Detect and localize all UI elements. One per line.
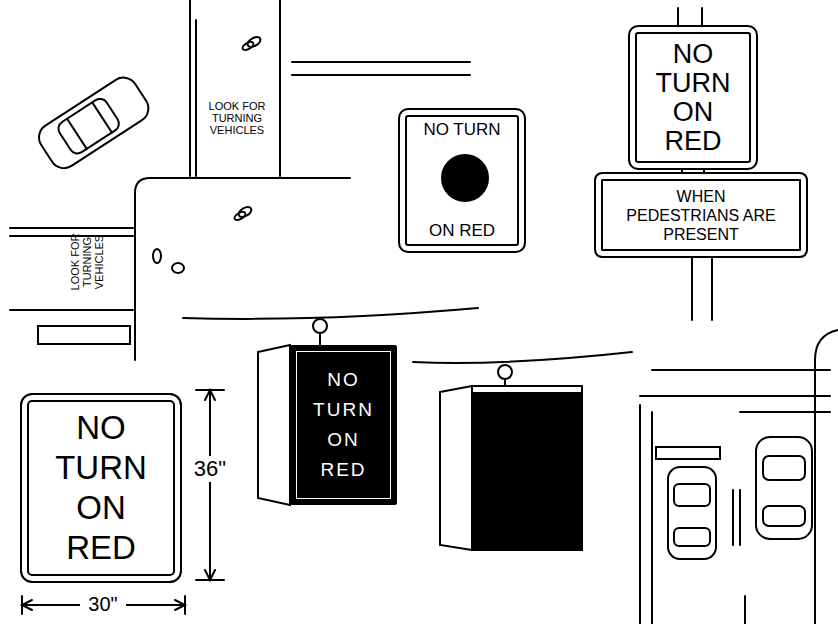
regulatory-sign: NO TURN ON RED — [20, 393, 182, 583]
pavement-marking: LOOK FOR TURNING VEHICLES — [69, 221, 105, 303]
prohibition-symbol — [442, 155, 488, 201]
sign-text: NO TURN ON RED — [648, 40, 738, 156]
street-plan — [10, 0, 470, 360]
car — [34, 72, 154, 173]
hanging-sign — [183, 308, 478, 505]
dimension-label: 36" — [188, 456, 232, 482]
blank-out-sign: NO TURN ON RED — [290, 345, 397, 505]
pavement-marking: LOOK FOR TURNING VEHICLES — [196, 100, 278, 136]
dimension-label: 30" — [80, 592, 126, 616]
regulatory-sign: NO TURN ON RED — [628, 25, 758, 170]
sign-text: NO TURN ON RED — [304, 365, 384, 485]
sign-text: NO TURN ON RED — [41, 408, 161, 568]
parking-lot — [640, 330, 838, 624]
sign-text: ON RED — [402, 221, 522, 241]
sign-text: NO TURN — [402, 120, 522, 140]
supplementary-plaque: WHEN PEDESTRIANS ARE PRESENT — [594, 172, 808, 258]
blank-hanging-sign — [413, 352, 632, 550]
sign-text: WHEN PEDESTRIANS ARE PRESENT — [621, 187, 781, 244]
symbol-sign: NO TURN ON RED — [398, 108, 526, 253]
